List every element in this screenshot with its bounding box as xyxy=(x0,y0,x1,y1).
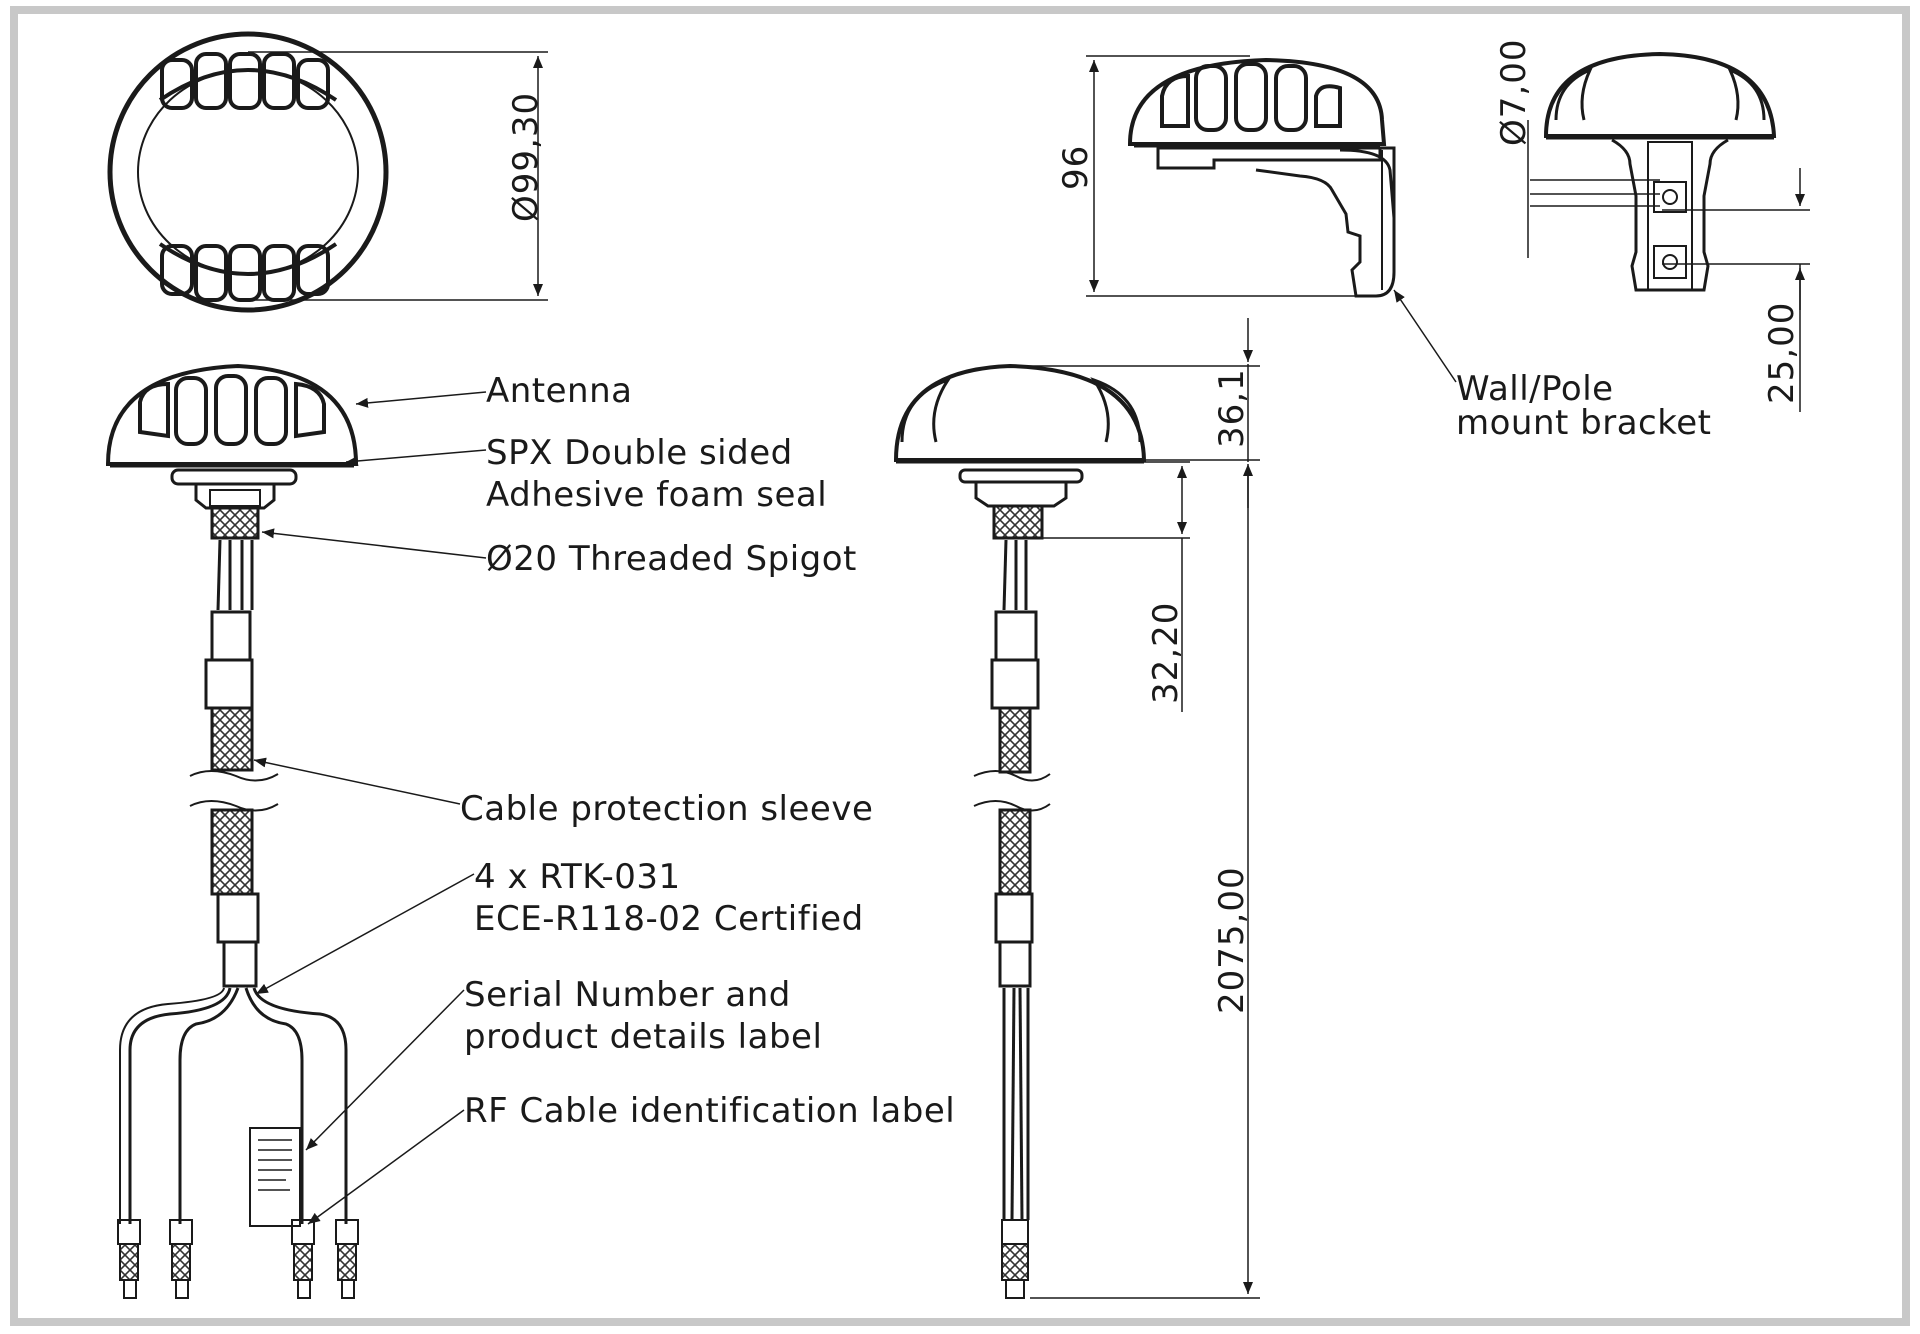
callout-leaders xyxy=(253,391,487,1225)
left-assembly xyxy=(105,363,359,1299)
height-96-dimension xyxy=(1086,55,1360,297)
callout-bracket-line2: mount bracket xyxy=(1456,403,1712,443)
top-view xyxy=(107,31,389,313)
callout-sleeve: Cable protection sleeve xyxy=(460,789,874,829)
middle-assembly xyxy=(893,363,1147,1299)
hole-dimension xyxy=(1527,120,1810,412)
diameter-dimension xyxy=(248,51,548,301)
callout-bracket-line1: Wall/Pole xyxy=(1456,369,1614,409)
height-96-dimension-label: 96 xyxy=(1056,144,1096,190)
spigot-length-label: 32,20 xyxy=(1146,601,1186,704)
callout-seal-line2: Adhesive foam seal xyxy=(486,475,828,515)
callout-rtk-line1: 4 x RTK-031 xyxy=(474,857,681,897)
side-view-bracket xyxy=(1127,57,1396,298)
callout-rtk-line2: ECE-R118-02 Certified xyxy=(474,899,864,939)
sheet-border xyxy=(10,6,1910,1326)
hole-spacing-label: 25,00 xyxy=(1762,301,1802,404)
callout-rf-label: RF Cable identification label xyxy=(464,1091,956,1131)
diameter-dimension-label: Ø99,30 xyxy=(506,91,546,222)
cable-length-label: 2075,00 xyxy=(1212,866,1252,1014)
callout-antenna: Antenna xyxy=(486,371,633,411)
hole-diameter-label: Ø7,00 xyxy=(1494,38,1534,146)
dome-height-label: 36,1 xyxy=(1212,368,1252,448)
middle-dimensions xyxy=(1020,318,1260,1299)
callout-serial-line2: product details label xyxy=(464,1017,823,1057)
callout-serial-line1: Serial Number and xyxy=(464,975,791,1015)
front-view-bracket xyxy=(1543,51,1777,292)
bracket-leader xyxy=(1393,289,1457,383)
callout-spigot: Ø20 Threaded Spigot xyxy=(486,539,857,579)
callout-seal-line1: SPX Double sided xyxy=(486,433,793,473)
